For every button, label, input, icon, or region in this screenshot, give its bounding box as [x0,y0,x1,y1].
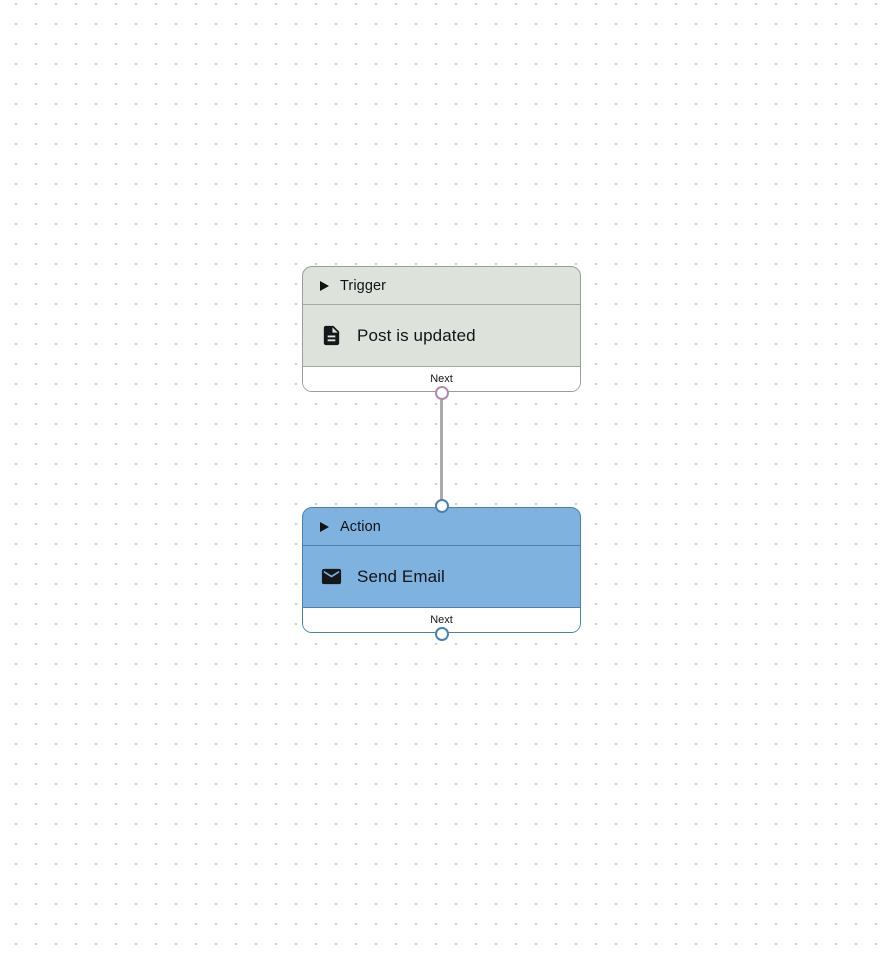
document-icon [320,324,343,347]
action-node-body[interactable]: Send Email [303,546,580,607]
connection-edge[interactable] [440,392,443,506]
trigger-node-header[interactable]: Trigger [303,267,580,305]
action-node-header[interactable]: Action [303,508,580,546]
action-node[interactable]: Action Send Email Next [302,499,581,641]
next-port-label: Next [430,373,453,385]
node-kind-label: Action [340,518,381,535]
node-title: Send Email [357,566,445,586]
node-title: Post is updated [357,325,476,345]
node-kind-label: Trigger [340,277,387,294]
action-output-port[interactable] [434,627,449,641]
trigger-node[interactable]: Trigger Post is updated Next [302,266,581,400]
collapse-triangle-icon[interactable] [320,521,329,532]
next-port-label: Next [430,614,453,626]
email-icon [320,565,343,588]
action-input-port[interactable] [434,499,449,513]
trigger-node-body[interactable]: Post is updated [303,305,580,366]
trigger-output-port[interactable] [434,386,449,400]
collapse-triangle-icon[interactable] [320,280,329,291]
